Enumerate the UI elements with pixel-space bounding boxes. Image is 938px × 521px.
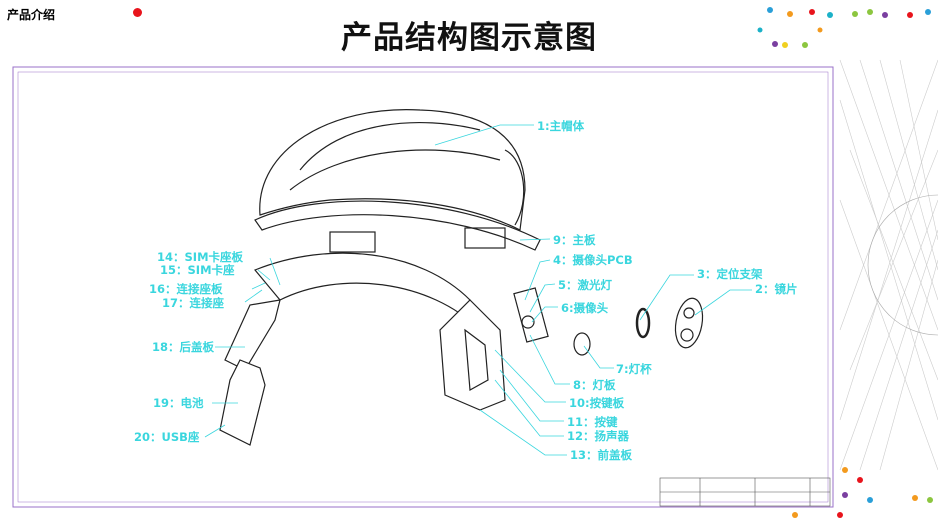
part-label-14: 14：SIM卡座板 bbox=[157, 250, 244, 264]
battery bbox=[219, 359, 266, 446]
lamp-cup bbox=[573, 332, 591, 356]
part-label-5: 5：激光灯 bbox=[558, 278, 613, 292]
helmet-brim bbox=[254, 200, 541, 251]
positioning-bracket bbox=[635, 307, 651, 339]
part-label-16: 16：连接座板 bbox=[149, 282, 223, 296]
part-label-17: 17：连接座 bbox=[162, 296, 225, 310]
part-label-13: 13：前盖板 bbox=[570, 448, 633, 462]
part-label-8: 8：灯板 bbox=[573, 378, 616, 392]
part-label-3: 3：定位支架 bbox=[697, 267, 763, 281]
part-label-15: 15：SIM卡座 bbox=[160, 263, 235, 277]
part-label-1: 1:主帽体 bbox=[537, 119, 585, 133]
headband bbox=[254, 252, 481, 331]
part-label-2: 2：镜片 bbox=[755, 282, 798, 296]
title-block bbox=[659, 477, 831, 507]
part-label-19: 19：电池 bbox=[153, 396, 204, 410]
part-label-20: 20：USB座 bbox=[134, 430, 200, 444]
leader-lines bbox=[204, 124, 752, 456]
red-dot-decoration bbox=[133, 8, 142, 17]
part-label-4: 4：摄像头PCB bbox=[553, 253, 633, 267]
part-label-10: 10:按键板 bbox=[569, 396, 625, 410]
drawing-frame bbox=[12, 66, 834, 508]
page-title: 产品结构图示意图 bbox=[341, 20, 597, 56]
section-label: 产品介绍 bbox=[7, 8, 56, 22]
helmet-drawing bbox=[219, 109, 704, 446]
lens bbox=[674, 297, 704, 349]
part-label-12: 12：扬声器 bbox=[567, 429, 630, 443]
string-art-decoration bbox=[839, 59, 938, 471]
rear-cover bbox=[224, 299, 281, 371]
camera-pcb bbox=[513, 287, 549, 343]
part-label-18: 18：后盖板 bbox=[152, 340, 215, 354]
camera bbox=[521, 315, 535, 329]
front-cover bbox=[439, 299, 506, 411]
colored-dots-decoration bbox=[757, 7, 933, 518]
part-label-7: 7:灯杯 bbox=[616, 362, 652, 376]
part-label-11: 11：按键 bbox=[567, 415, 618, 429]
main-helmet-shell bbox=[259, 109, 526, 231]
part-label-9: 9：主板 bbox=[553, 233, 596, 247]
part-label-6: 6:摄像头 bbox=[561, 301, 609, 315]
